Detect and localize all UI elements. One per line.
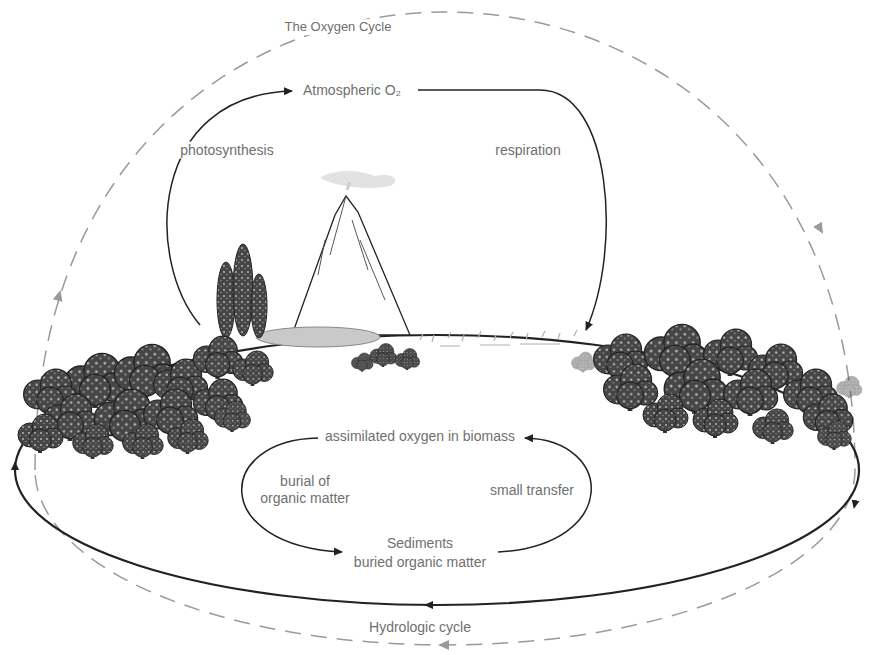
lake-trees xyxy=(351,344,419,372)
reservoir-label: assimilated oxygen in biomass xyxy=(322,428,518,445)
label-slot: Atmospheric O₂ xyxy=(300,82,404,99)
plume-stem xyxy=(347,182,350,190)
dashed-arrowhead xyxy=(55,292,60,310)
diagram-title: The Oxygen Cycle xyxy=(282,19,395,35)
cypress-trees xyxy=(217,244,267,338)
mountain-ridges xyxy=(318,196,385,300)
process-label: small transfer xyxy=(487,482,577,499)
label-slot: small transfer xyxy=(487,482,577,499)
label-slot: The Oxygen Cycle xyxy=(282,19,395,35)
dashed-arrowhead xyxy=(440,645,460,646)
grass xyxy=(420,330,577,346)
loop-arrowhead xyxy=(15,462,16,482)
ground-loop xyxy=(15,335,859,605)
label-slot: assimilated oxygen in biomass xyxy=(322,428,518,445)
lake xyxy=(256,327,380,347)
dashed-arrowhead xyxy=(812,215,822,232)
reservoir-label: buried organic matter xyxy=(351,554,489,571)
process-label: respiration xyxy=(492,142,563,159)
plume xyxy=(320,171,395,188)
label-slot: photosynthesis xyxy=(177,142,276,159)
right-forest xyxy=(572,324,862,450)
loop-arrowhead xyxy=(425,605,445,606)
cycle-label: Hydrologic cycle xyxy=(366,619,474,636)
label-slot: burial of organic matter xyxy=(254,473,356,507)
label-slot: Hydrologic cycle xyxy=(366,619,474,636)
label-slot: respiration xyxy=(492,142,563,159)
process-label: photosynthesis xyxy=(177,142,276,159)
label-slot: Sediments xyxy=(384,535,456,552)
left-forest xyxy=(18,336,273,459)
hydrologic-dashed-loop xyxy=(35,12,855,645)
reservoir-label: Atmospheric O₂ xyxy=(300,82,404,99)
process-label: burial of organic matter xyxy=(254,473,356,507)
mountain xyxy=(292,196,410,335)
loop-arrowhead xyxy=(854,488,858,508)
respiration-arrow xyxy=(418,90,606,330)
label-slot: buried organic matter xyxy=(351,554,489,571)
reservoir-label: Sediments xyxy=(384,535,456,552)
